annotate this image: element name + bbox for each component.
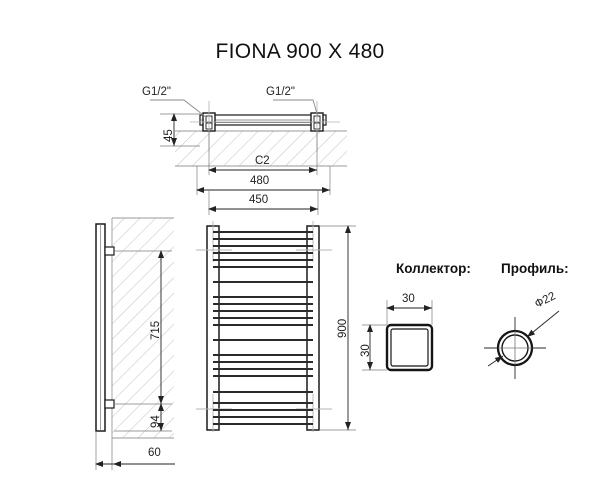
dim-label-inner-width: 450 (249, 194, 269, 206)
side-view-bracket-lower (104, 399, 115, 409)
page-title: FIONA 900 X 480 (215, 40, 385, 63)
dim-label-lower-bracket: 94 (150, 415, 162, 428)
dim-label-wall-offset: 45 (163, 129, 175, 142)
collector-square-inner (390, 328, 429, 367)
side-view-bracket-upper (104, 246, 115, 256)
dim-label-collector-height: 30 (360, 344, 372, 357)
front-view-rungs (213, 230, 313, 426)
collector-detail-group (362, 300, 434, 372)
dim-label-collector-width: 30 (402, 293, 415, 305)
profile-detail-group (484, 310, 560, 379)
front-view-group (196, 221, 356, 432)
dim-label-center-distance: C2 (255, 155, 270, 167)
profile-diameter-leader (526, 310, 560, 338)
dim-label-bracket-span: 715 (150, 320, 162, 340)
dim-label-depth: 60 (148, 447, 161, 459)
leader-line-right-connector (273, 99, 319, 118)
side-view-group (95, 217, 175, 470)
top-view-wall-hatch (175, 131, 347, 166)
profile-diameter-leader-lower (487, 355, 504, 367)
dim-label-overall-height: 900 (337, 318, 349, 338)
leader-line-left-connector (150, 99, 208, 119)
profile-section-header: Профиль: (501, 261, 569, 276)
label-connector-right-thread: G1/2" (266, 86, 296, 98)
label-connector-left-thread: G1/2" (142, 86, 172, 98)
dim-label-overall-width: 480 (250, 175, 270, 187)
top-view-group (150, 99, 347, 215)
collector-section-header: Коллектор: (396, 261, 471, 276)
